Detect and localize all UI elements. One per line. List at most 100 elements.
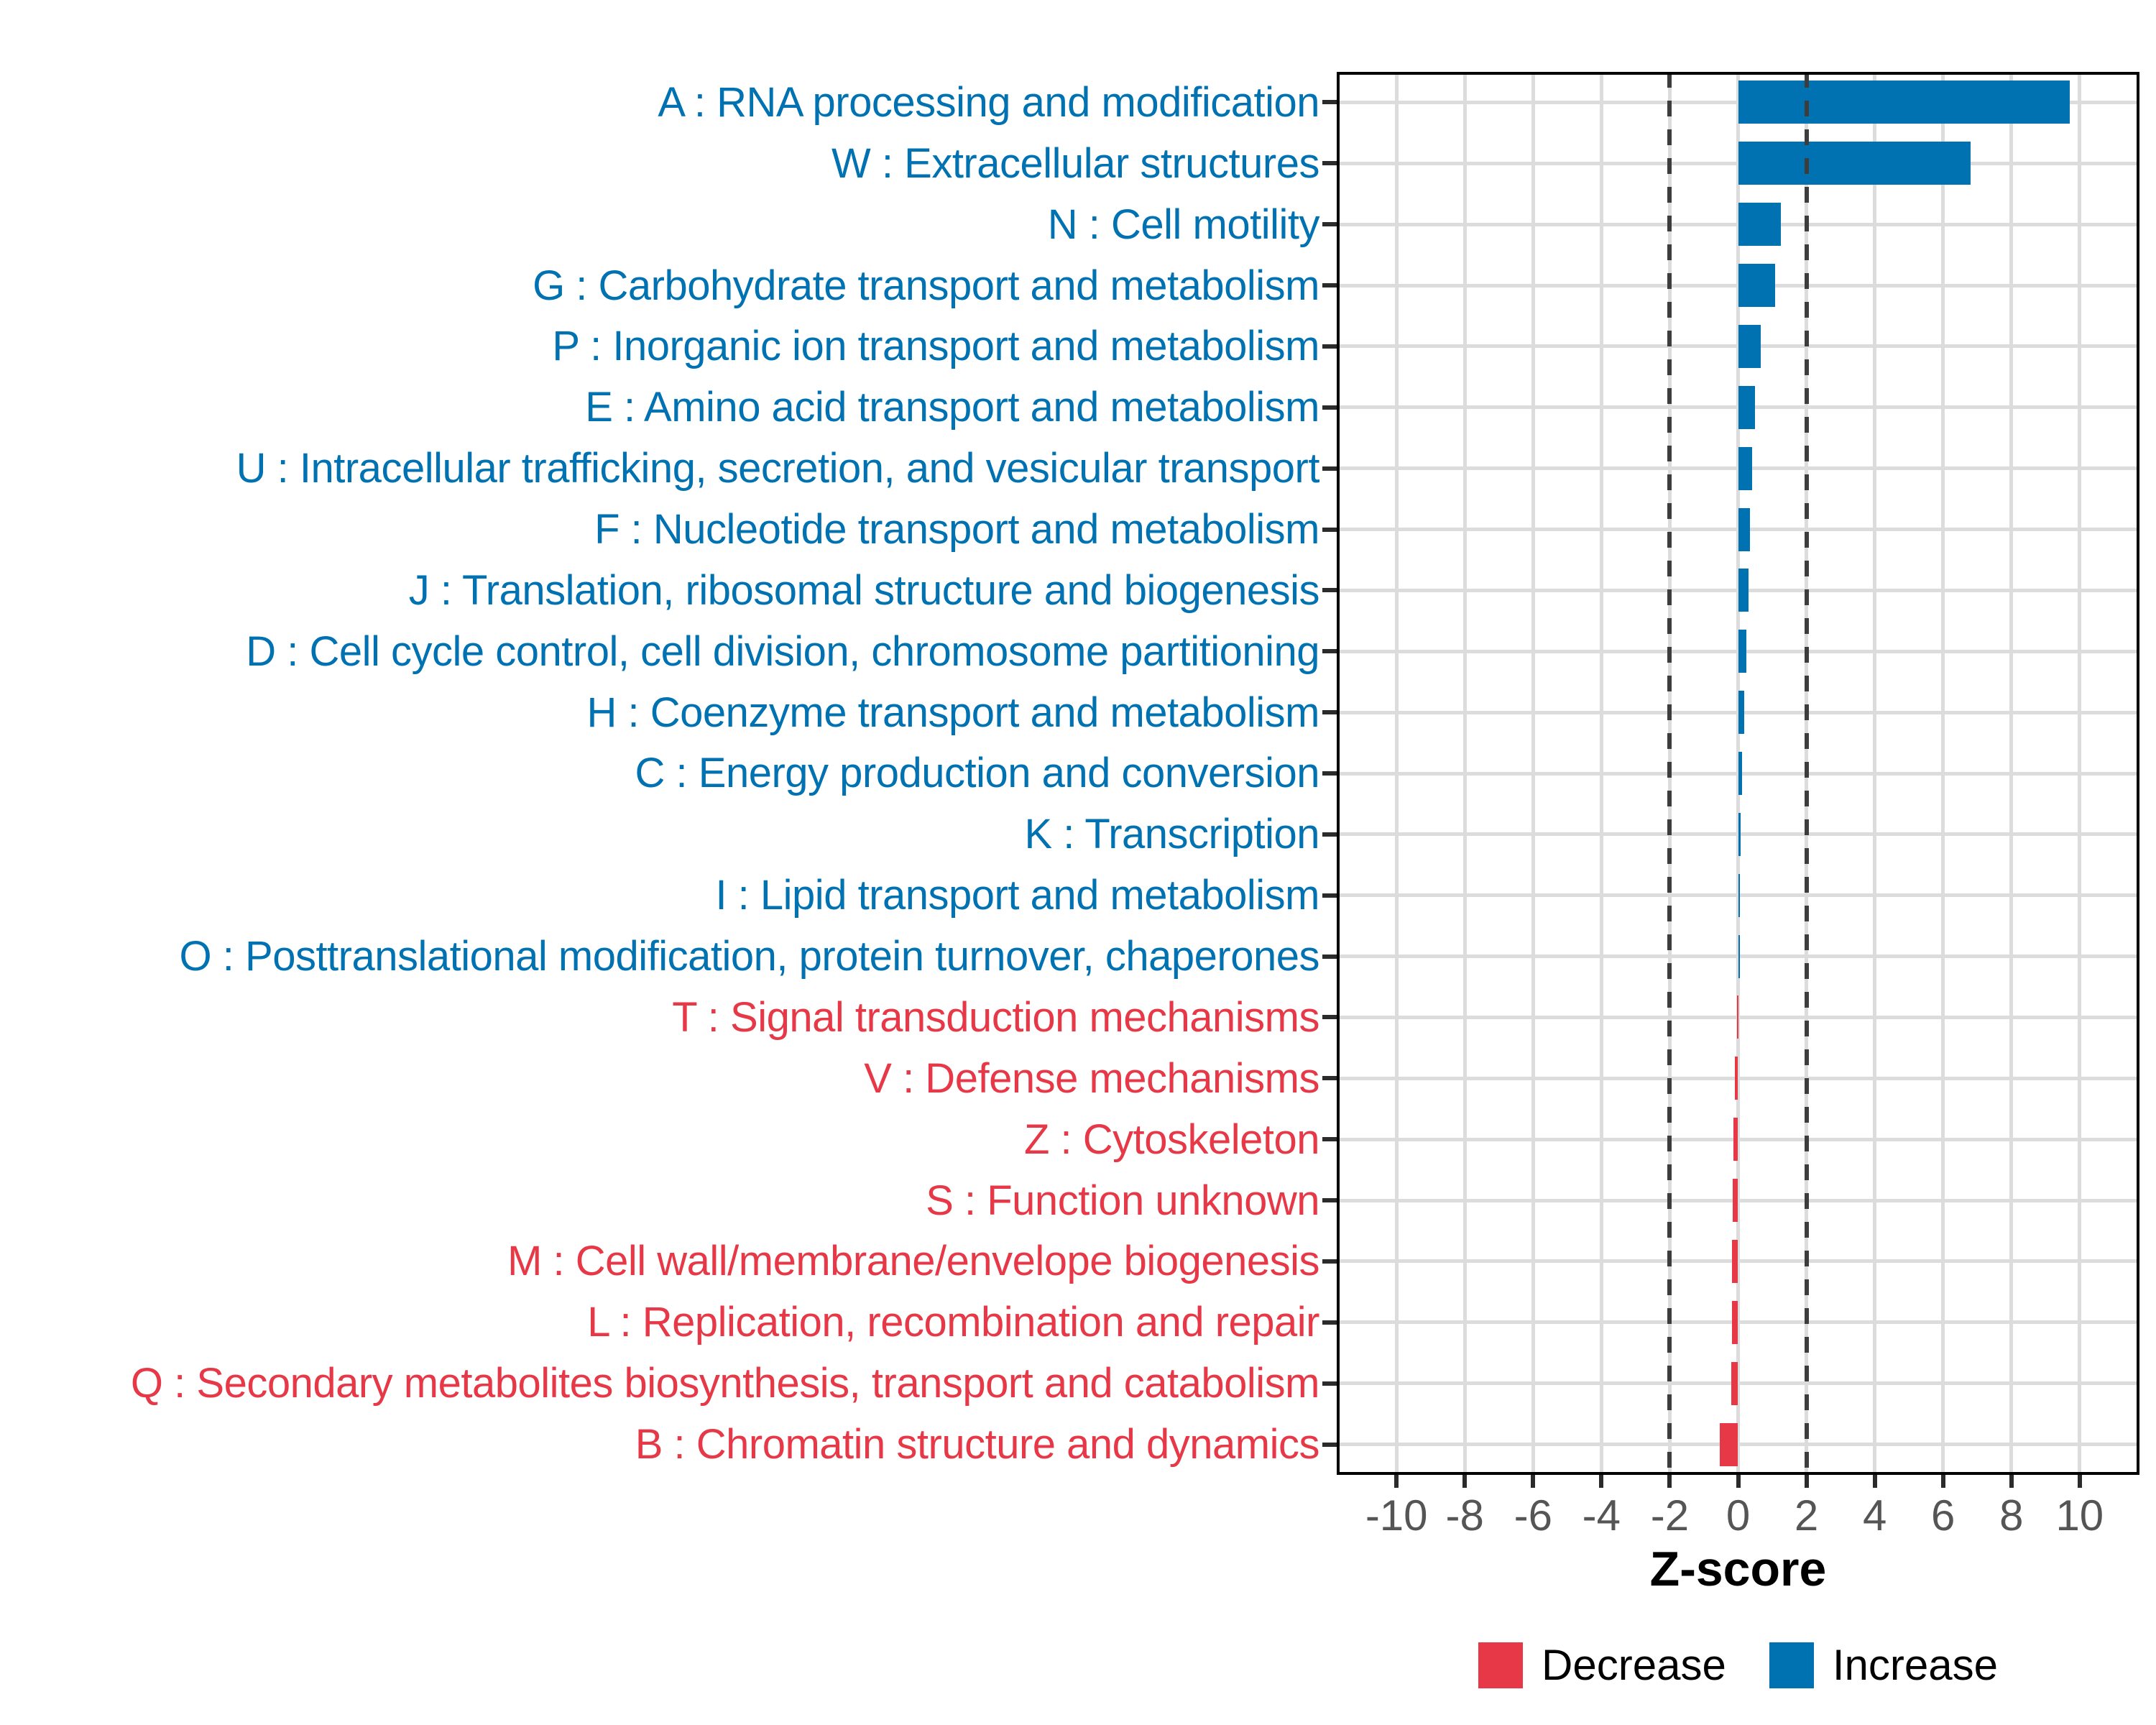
- gridline-row-Q: [1337, 1381, 2139, 1386]
- x-tick-0: [1736, 1475, 1741, 1488]
- x-tick--2: [1667, 1475, 1672, 1488]
- category-label-E: E : Amino acid transport and metabolism: [585, 384, 1319, 431]
- x-tick-label-2: 2: [1794, 1491, 1819, 1540]
- bar-H: [1738, 691, 1744, 735]
- x-tick-label--2: -2: [1650, 1491, 1690, 1540]
- bar-N: [1738, 203, 1781, 247]
- y-tick-K: [1322, 832, 1337, 837]
- legend-swatch-decrease: [1478, 1642, 1524, 1688]
- bar-C: [1738, 752, 1742, 795]
- y-tick-D: [1322, 649, 1337, 654]
- y-tick-H: [1322, 710, 1337, 715]
- category-label-D: D : Cell cycle control, cell division, c…: [246, 627, 1319, 675]
- bar-E: [1738, 385, 1756, 429]
- gridline-row-B: [1337, 1443, 2139, 1447]
- y-tick-V: [1322, 1076, 1337, 1081]
- bar-Z: [1733, 1118, 1738, 1162]
- bar-J: [1738, 569, 1749, 612]
- reference-line-x-2: [1804, 72, 1809, 1475]
- bar-F: [1738, 507, 1751, 551]
- y-tick-T: [1322, 1015, 1337, 1020]
- bar-S: [1732, 1179, 1738, 1223]
- bar-Q: [1731, 1361, 1738, 1405]
- category-label-I: I : Lipid transport and metabolism: [715, 872, 1319, 919]
- x-tick--4: [1599, 1475, 1604, 1488]
- y-tick-N: [1322, 222, 1337, 227]
- category-label-N: N : Cell motility: [1047, 201, 1320, 248]
- y-tick-F: [1322, 527, 1337, 532]
- y-tick-W: [1322, 161, 1337, 166]
- bar-D: [1738, 630, 1747, 673]
- category-label-C: C : Energy production and conversion: [635, 750, 1320, 797]
- y-tick-M: [1322, 1259, 1337, 1264]
- category-label-G: G : Carbohydrate transport and metabolis…: [533, 262, 1319, 309]
- reference-line-x--2: [1667, 72, 1672, 1475]
- legend-item-increase: Increase: [1769, 1640, 1998, 1690]
- y-tick-E: [1322, 405, 1337, 410]
- category-label-H: H : Coenzyme transport and metabolism: [586, 689, 1320, 736]
- y-tick-C: [1322, 771, 1337, 776]
- category-label-U: U : Intracellular trafficking, secretion…: [236, 445, 1320, 492]
- bar-G: [1738, 264, 1775, 308]
- x-tick-label-6: 6: [1931, 1491, 1955, 1540]
- x-tick--8: [1462, 1475, 1468, 1488]
- y-tick-Z: [1322, 1137, 1337, 1142]
- y-tick-L: [1322, 1320, 1337, 1325]
- x-tick-label--10: -10: [1365, 1491, 1428, 1540]
- bar-V: [1734, 1057, 1738, 1100]
- x-tick-10: [2077, 1475, 2082, 1488]
- x-tick-label--6: -6: [1514, 1491, 1552, 1540]
- category-label-S: S : Function unknown: [926, 1177, 1319, 1224]
- category-label-M: M : Cell wall/membrane/envelope biogenes…: [507, 1238, 1319, 1285]
- category-label-T: T : Signal transduction mechanisms: [672, 993, 1319, 1041]
- gridline-row-S: [1337, 1198, 2139, 1202]
- category-label-J: J : Translation, ribosomal structure and…: [408, 566, 1320, 614]
- x-tick-label-8: 8: [1999, 1491, 2024, 1540]
- legend-label-increase: Increase: [1832, 1641, 1998, 1689]
- x-tick--10: [1394, 1475, 1399, 1488]
- x-tick-label-0: 0: [1726, 1491, 1751, 1540]
- legend: Decrease Increase: [1337, 1640, 2139, 1690]
- x-tick-label--8: -8: [1445, 1491, 1484, 1540]
- category-label-V: V : Defense mechanisms: [864, 1054, 1319, 1102]
- category-label-W: W : Extracellular structures: [831, 139, 1319, 187]
- bar-P: [1738, 324, 1761, 368]
- y-tick-O: [1322, 954, 1337, 959]
- x-axis-title: Z-score: [1649, 1542, 1827, 1596]
- legend-swatch-increase: [1769, 1642, 1814, 1688]
- bar-U: [1738, 446, 1752, 490]
- x-tick-2: [1804, 1475, 1809, 1488]
- category-label-K: K : Transcription: [1024, 811, 1319, 858]
- x-tick-4: [1872, 1475, 1877, 1488]
- x-tick-6: [1940, 1475, 1945, 1488]
- category-label-B: B : Chromatin structure and dynamics: [635, 1421, 1320, 1468]
- bar-W: [1738, 142, 1971, 185]
- legend-item-decrease: Decrease: [1478, 1640, 1726, 1690]
- y-tick-I: [1322, 893, 1337, 898]
- legend-label-decrease: Decrease: [1542, 1641, 1726, 1689]
- category-label-F: F : Nucleotide transport and metabolism: [594, 506, 1319, 553]
- category-label-Q: Q : Secondary metabolites biosynthesis, …: [130, 1360, 1320, 1407]
- bar-M: [1732, 1239, 1738, 1283]
- category-label-Z: Z : Cytoskeleton: [1023, 1116, 1320, 1163]
- category-label-L: L : Replication, recombination and repai…: [587, 1299, 1319, 1346]
- y-tick-B: [1322, 1442, 1337, 1447]
- category-label-P: P : Inorganic ion transport and metaboli…: [552, 323, 1319, 370]
- y-tick-S: [1322, 1198, 1337, 1203]
- y-tick-G: [1322, 283, 1337, 288]
- bar-L: [1731, 1300, 1738, 1344]
- bar-B: [1720, 1422, 1738, 1466]
- y-tick-U: [1322, 466, 1337, 471]
- y-tick-Q: [1322, 1381, 1337, 1386]
- gridline-row-Z: [1337, 1137, 2139, 1141]
- x-tick-label--4: -4: [1582, 1491, 1621, 1540]
- category-label-A: A : RNA processing and modification: [658, 78, 1319, 126]
- bar-O: [1738, 934, 1740, 978]
- x-tick-8: [2009, 1475, 2014, 1488]
- x-tick-label-10: 10: [2055, 1491, 2104, 1540]
- bar-K: [1738, 812, 1741, 856]
- y-tick-P: [1322, 344, 1337, 349]
- category-label-O: O : Posttranslational modification, prot…: [179, 933, 1320, 980]
- bar-A: [1738, 80, 2070, 124]
- gridline-row-M: [1337, 1259, 2139, 1264]
